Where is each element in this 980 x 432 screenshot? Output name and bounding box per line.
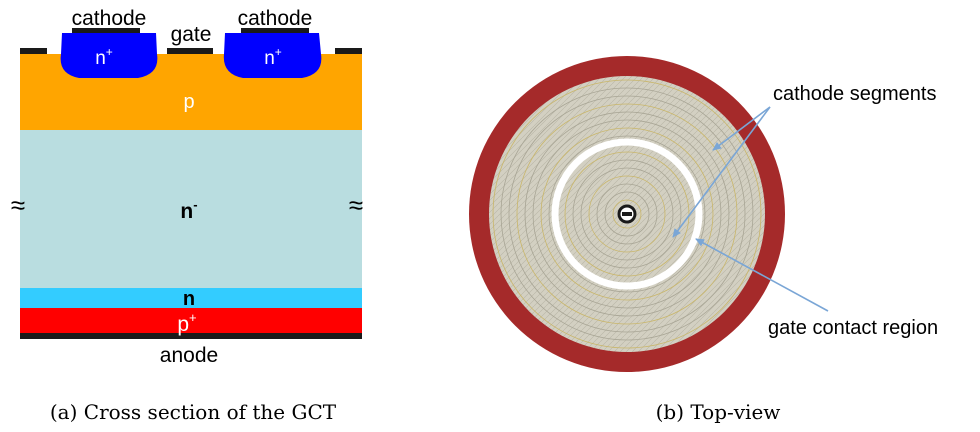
segment-ring (548, 135, 706, 293)
segment-ring (596, 183, 658, 245)
n-minus-sup: - (193, 197, 197, 212)
p-plus-layer (20, 308, 362, 333)
segment-ring (540, 127, 714, 301)
gate-contact-right (335, 48, 362, 54)
n-buffer-label: n (183, 288, 195, 310)
n-plus-right-sup: + (275, 45, 282, 59)
n-plus-left-base: n (95, 48, 106, 69)
break-mark-left: ≈ (11, 190, 25, 220)
segment-ring (500, 87, 754, 341)
segment-ring (524, 111, 730, 317)
segment-ring (588, 175, 666, 253)
segment-ring (572, 159, 682, 269)
cathode-contact-right (241, 28, 309, 33)
segment-ring (580, 167, 674, 261)
n-minus-layer (20, 130, 362, 288)
arrow-cathode-segments-outer (712, 106, 771, 151)
anode-metal (20, 333, 362, 339)
cross-section-diagram: cathode gate cathode n+ n+ p n- ≈ ≈ n p+… (11, 7, 363, 424)
n-plus-label-right: n+ (264, 45, 282, 69)
gate-contact-region-label: gate contact region (768, 317, 938, 339)
n-plus-right-base: n (264, 48, 275, 69)
segment-ring (612, 199, 642, 229)
gate-contact-ring (551, 138, 703, 290)
p-plus-base: p (177, 313, 189, 336)
break-mark-right: ≈ (349, 190, 363, 220)
gate-contact-center (167, 48, 213, 54)
cathode-contact-left (72, 28, 140, 33)
n-plus-left-sup: + (106, 45, 113, 59)
segment-ring (564, 151, 690, 277)
segment-ring (492, 79, 762, 349)
p-plus-label: p+ (177, 310, 196, 336)
top-view-diagram: cathode segments gate contact region (b)… (469, 56, 938, 424)
n-buffer-layer (20, 288, 362, 308)
p-layer-label: p (183, 91, 194, 113)
gate-contact-left (20, 48, 47, 54)
segment-ring (532, 119, 722, 309)
anode-label: anode (160, 344, 218, 367)
cathode-segments-label: cathode segments (773, 83, 936, 105)
caption-b: (b) Top-view (656, 400, 781, 424)
n-plus-label-left: n+ (95, 45, 113, 69)
segment-ring (516, 103, 738, 325)
n-plus-well-right (223, 33, 322, 78)
n-plus-well-left (60, 33, 158, 78)
arrow-gate-contact-region (695, 238, 829, 312)
p-plus-sup: + (189, 310, 197, 325)
cathode-label-left: cathode (72, 7, 147, 30)
n-minus-label: n- (180, 197, 197, 223)
cathode-segment-rings (492, 79, 762, 349)
caption-a: (a) Cross section of the GCT (50, 400, 337, 424)
gate-label: gate (171, 23, 212, 46)
center-gate-slot (622, 212, 632, 216)
cathode-label-right: cathode (238, 7, 313, 30)
segment-ring (604, 191, 650, 237)
segment-ring (508, 95, 746, 333)
arrow-cathode-segments-inner (672, 106, 771, 238)
n-minus-base: n (180, 200, 193, 223)
